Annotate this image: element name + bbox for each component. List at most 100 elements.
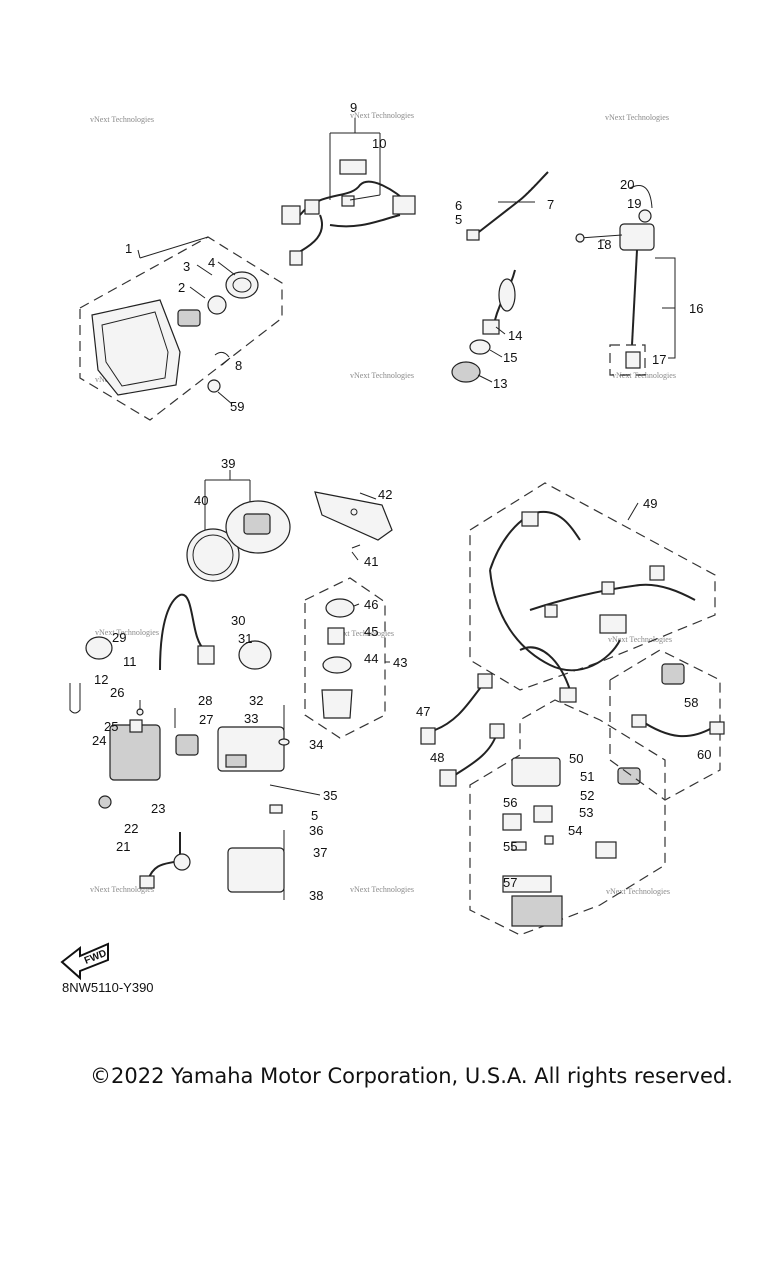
harness-connector [341, 195, 355, 207]
part-number: 45 [364, 624, 378, 639]
watermark: vNext Technologies [90, 885, 154, 894]
part-number: 12 [94, 672, 108, 687]
sensor [175, 734, 199, 756]
sensor-connector [197, 645, 215, 665]
part-number: 28 [198, 693, 212, 708]
lead-connector [709, 721, 725, 735]
sensor-connector [139, 875, 155, 889]
part-number: 38 [309, 888, 323, 903]
copyright-notice: ©2022 Yamaha Motor Corporation, U.S.A. A… [90, 1064, 733, 1088]
part-number: 57 [503, 875, 517, 890]
part-number: 54 [568, 823, 582, 838]
horn [238, 640, 272, 670]
part-number: 19 [627, 196, 641, 211]
switch-assembly [451, 269, 516, 383]
part-number: 21 [116, 839, 130, 854]
switch-key [327, 627, 345, 645]
switch [661, 663, 685, 685]
lead-connector [477, 673, 493, 689]
relay-cover [511, 757, 561, 787]
fuse-box-cover [502, 875, 552, 893]
part-number: 13 [493, 376, 507, 391]
meter-ring [186, 528, 240, 582]
headlight-lens [101, 311, 169, 387]
part-number: 26 [110, 685, 124, 700]
part-number: 11 [123, 654, 137, 669]
part-number: 27 [199, 712, 213, 727]
part-number: 44 [364, 651, 378, 666]
sender-float [625, 351, 641, 369]
part-number: 46 [364, 597, 378, 612]
harness-connector [304, 199, 320, 215]
switch-and-lead [609, 649, 725, 801]
part-number: 40 [194, 493, 208, 508]
watermark: vNext Technologies [330, 629, 394, 638]
headlight-housing [91, 299, 181, 396]
fuse-box [511, 895, 563, 927]
coil-spring [498, 278, 516, 312]
bulb-holder [207, 295, 227, 315]
wire-harness-assembly [469, 482, 716, 703]
sender-float-group [609, 344, 646, 376]
part-number: 16 [689, 301, 703, 316]
part-number: 56 [503, 795, 517, 810]
lead-connector [439, 769, 457, 787]
part-number: 2 [178, 280, 185, 295]
sensor-clamp [85, 636, 113, 660]
watermark: vNext Technologies [95, 628, 159, 637]
part-number: 49 [643, 496, 657, 511]
forward-direction-arrow[interactable]: FWD [60, 942, 109, 981]
part-number: 59 [230, 399, 244, 414]
part-number: 1 [125, 241, 132, 256]
part-number: 53 [579, 805, 593, 820]
part-number: 43 [393, 655, 407, 670]
switch-body [451, 361, 481, 383]
sensor-plug [98, 795, 112, 809]
part-number: 48 [430, 750, 444, 765]
part-number: 25 [104, 719, 118, 734]
fwd-arrow-icon [60, 942, 109, 981]
part-number: 51 [580, 769, 594, 784]
cover-panel [314, 491, 393, 541]
watermark: vNext Technologies [350, 371, 414, 380]
drawing-code: 8NW5110-Y390 [62, 980, 154, 995]
cable-clamp [466, 229, 480, 241]
part-number: 9 [350, 100, 357, 115]
leader-lines [137, 239, 675, 607]
wire-harness-outline [469, 482, 716, 691]
relay-box-outline [469, 699, 666, 936]
meter-display [243, 513, 271, 535]
watermark: vNext Technologies [90, 115, 154, 124]
cover-screw [351, 544, 361, 549]
fuel-sender-assembly [575, 185, 676, 376]
switch-cap [325, 598, 355, 618]
bulb-cover [225, 271, 259, 299]
part-number: 7 [547, 197, 554, 212]
harness-connector [599, 614, 627, 634]
harness-connector [281, 205, 301, 225]
relay-connector [617, 767, 641, 785]
part-number: 5 [311, 808, 318, 823]
part-number: 23 [151, 801, 165, 816]
part-number: 17 [652, 352, 666, 367]
part-number: 30 [231, 613, 245, 628]
headlight-screw [214, 351, 230, 358]
part-number: 32 [249, 693, 263, 708]
harness-connector [544, 604, 558, 618]
switch-nut [322, 656, 352, 674]
part-number: 47 [416, 704, 430, 719]
lead-connector [420, 727, 436, 745]
part-number: 35 [323, 788, 337, 803]
part-number: 52 [580, 788, 594, 803]
sender-body [619, 223, 655, 251]
harness-connector [649, 565, 665, 581]
lead-assemblies [420, 673, 505, 787]
part-number: 24 [92, 733, 106, 748]
headlight-washer [207, 379, 221, 393]
meter-assembly [186, 470, 291, 582]
lead-connector [489, 723, 505, 739]
watermark: vNext Technologies [608, 635, 672, 644]
headlight-bulb [177, 309, 201, 327]
relay [533, 805, 553, 823]
part-number-labels: 9 10 1 3 4 2 8 59 6 5 7 20 19 18 16 17 1… [92, 100, 711, 903]
